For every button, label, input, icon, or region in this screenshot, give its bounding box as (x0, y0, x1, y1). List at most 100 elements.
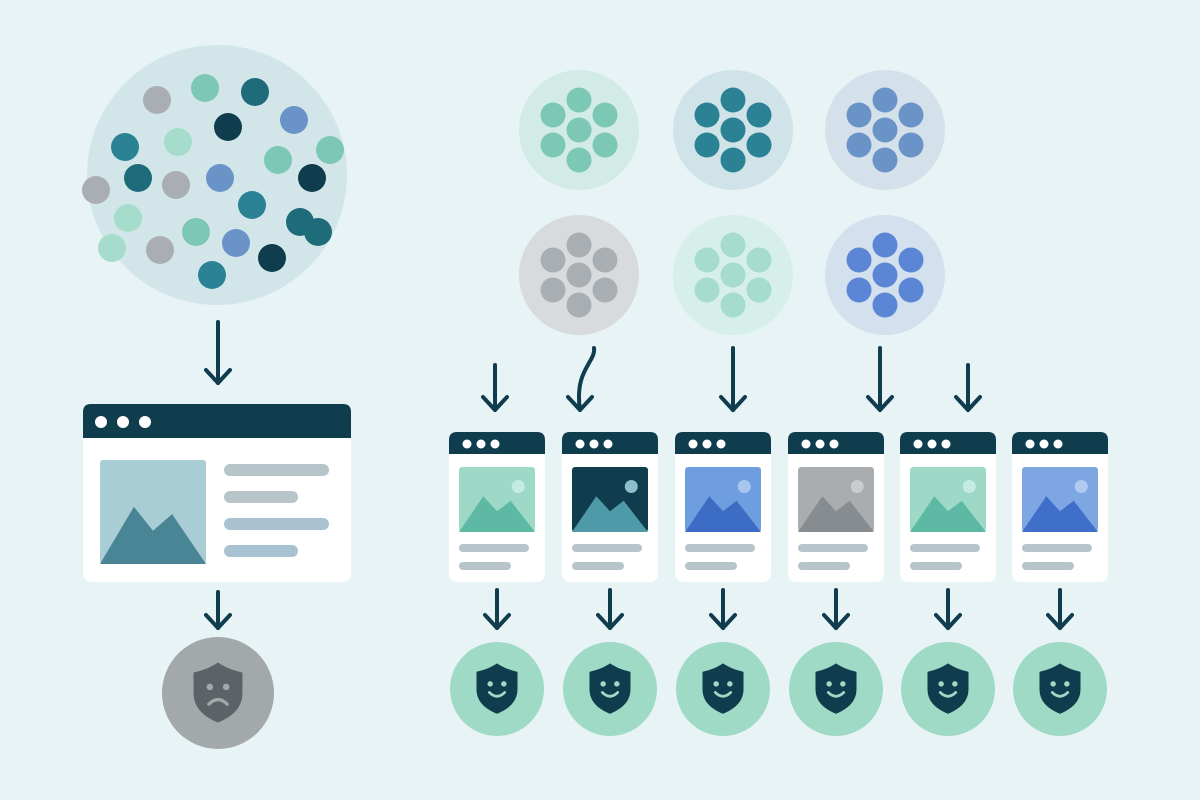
content-line (224, 464, 329, 476)
pool-dot (258, 244, 286, 272)
content-line (798, 544, 868, 552)
window-control-dot (688, 439, 698, 449)
arrow-down-icon (822, 588, 850, 630)
content-line (224, 491, 298, 503)
segment-window (449, 432, 545, 582)
cluster-dot (898, 277, 924, 303)
pool-dot (280, 106, 308, 134)
dot-cluster-icon (825, 215, 945, 335)
cluster-dot (720, 117, 746, 143)
segment-image (798, 467, 874, 532)
segment-window (1012, 432, 1108, 582)
pool-dot (146, 236, 174, 264)
cluster-dot (592, 132, 618, 158)
cluster-dot (746, 132, 772, 158)
cluster-dot (566, 232, 592, 258)
arrow-down-icon (204, 320, 232, 385)
generic-image (100, 460, 206, 564)
window-titlebar (83, 404, 351, 438)
window-control-dot (1025, 439, 1035, 449)
arrow-down-icon (719, 346, 747, 412)
cluster-dot (592, 277, 618, 303)
content-line (224, 545, 298, 557)
cluster-dot (694, 102, 720, 128)
pool-dot (222, 229, 250, 257)
happy-shield-icon (1013, 642, 1107, 736)
segmented-path (449, 70, 1108, 736)
pool-dot (98, 234, 126, 262)
happy-shield-icon (450, 642, 544, 736)
arrow-down-icon (483, 588, 511, 630)
pool-dot (238, 191, 266, 219)
dot-cluster-icon (825, 70, 945, 190)
pool-dot (304, 218, 332, 246)
cluster-dot (898, 247, 924, 273)
cluster-dot (846, 132, 872, 158)
segment-image (910, 467, 986, 532)
content-line (685, 544, 755, 552)
content-line (459, 562, 511, 570)
window-control-dot (702, 439, 712, 449)
window-control-dot (95, 416, 107, 428)
content-line (910, 544, 980, 552)
arrow-down-icon (1046, 588, 1074, 630)
window-control-dot (1039, 439, 1049, 449)
window-control-dot (801, 439, 811, 449)
cluster-dot (540, 247, 566, 273)
window-control-dot (941, 439, 951, 449)
cluster-dot (566, 147, 592, 173)
segment-image (1022, 467, 1098, 532)
pool-dot (214, 113, 242, 141)
pool-dot (191, 74, 219, 102)
happy-shield-icon (789, 642, 883, 736)
cluster-dot (746, 102, 772, 128)
cluster-dot (720, 292, 746, 318)
arrow-down-icon (204, 590, 232, 630)
segment-image (459, 467, 535, 532)
pool-dot (241, 78, 269, 106)
dot-cluster-icon (673, 70, 793, 190)
window-control-dot (603, 439, 613, 449)
cluster-dot (566, 117, 592, 143)
pool-dot (143, 86, 171, 114)
cluster-dot (872, 147, 898, 173)
content-line (685, 562, 737, 570)
cluster-dot (694, 277, 720, 303)
window-control-dot (589, 439, 599, 449)
pool-dot (164, 128, 192, 156)
window-control-dot (716, 439, 726, 449)
segment-image (572, 467, 648, 532)
pool-dot (124, 164, 152, 192)
pool-dot (114, 204, 142, 232)
arrow-down-icon (566, 346, 597, 412)
segment-window (788, 432, 884, 582)
cluster-dot (540, 102, 566, 128)
arrow-down-icon (866, 346, 894, 412)
pool-dot (206, 164, 234, 192)
arrow-down-icon (596, 588, 624, 630)
pool-dot (162, 171, 190, 199)
window-control-dot (575, 439, 585, 449)
content-line (572, 544, 642, 552)
cluster-dot (746, 247, 772, 273)
cluster-dot (540, 277, 566, 303)
cluster-dot (720, 232, 746, 258)
window-control-dot (1053, 439, 1063, 449)
happy-shield-icon (676, 642, 770, 736)
pool-dot (198, 261, 226, 289)
cluster-dot (746, 277, 772, 303)
content-line (459, 544, 529, 552)
happy-shield-icon (563, 642, 657, 736)
pool-dot (264, 146, 292, 174)
generic-window (83, 404, 351, 582)
pool-dot (82, 176, 110, 204)
window-control-dot (490, 439, 500, 449)
cluster-dot (592, 247, 618, 273)
mixed-dots-cluster-icon (82, 45, 347, 305)
pool-dot (316, 136, 344, 164)
cluster-dot (872, 292, 898, 318)
window-control-dot (117, 416, 129, 428)
content-line (1022, 562, 1074, 570)
arrow-down-icon (481, 363, 509, 412)
window-control-dot (815, 439, 825, 449)
